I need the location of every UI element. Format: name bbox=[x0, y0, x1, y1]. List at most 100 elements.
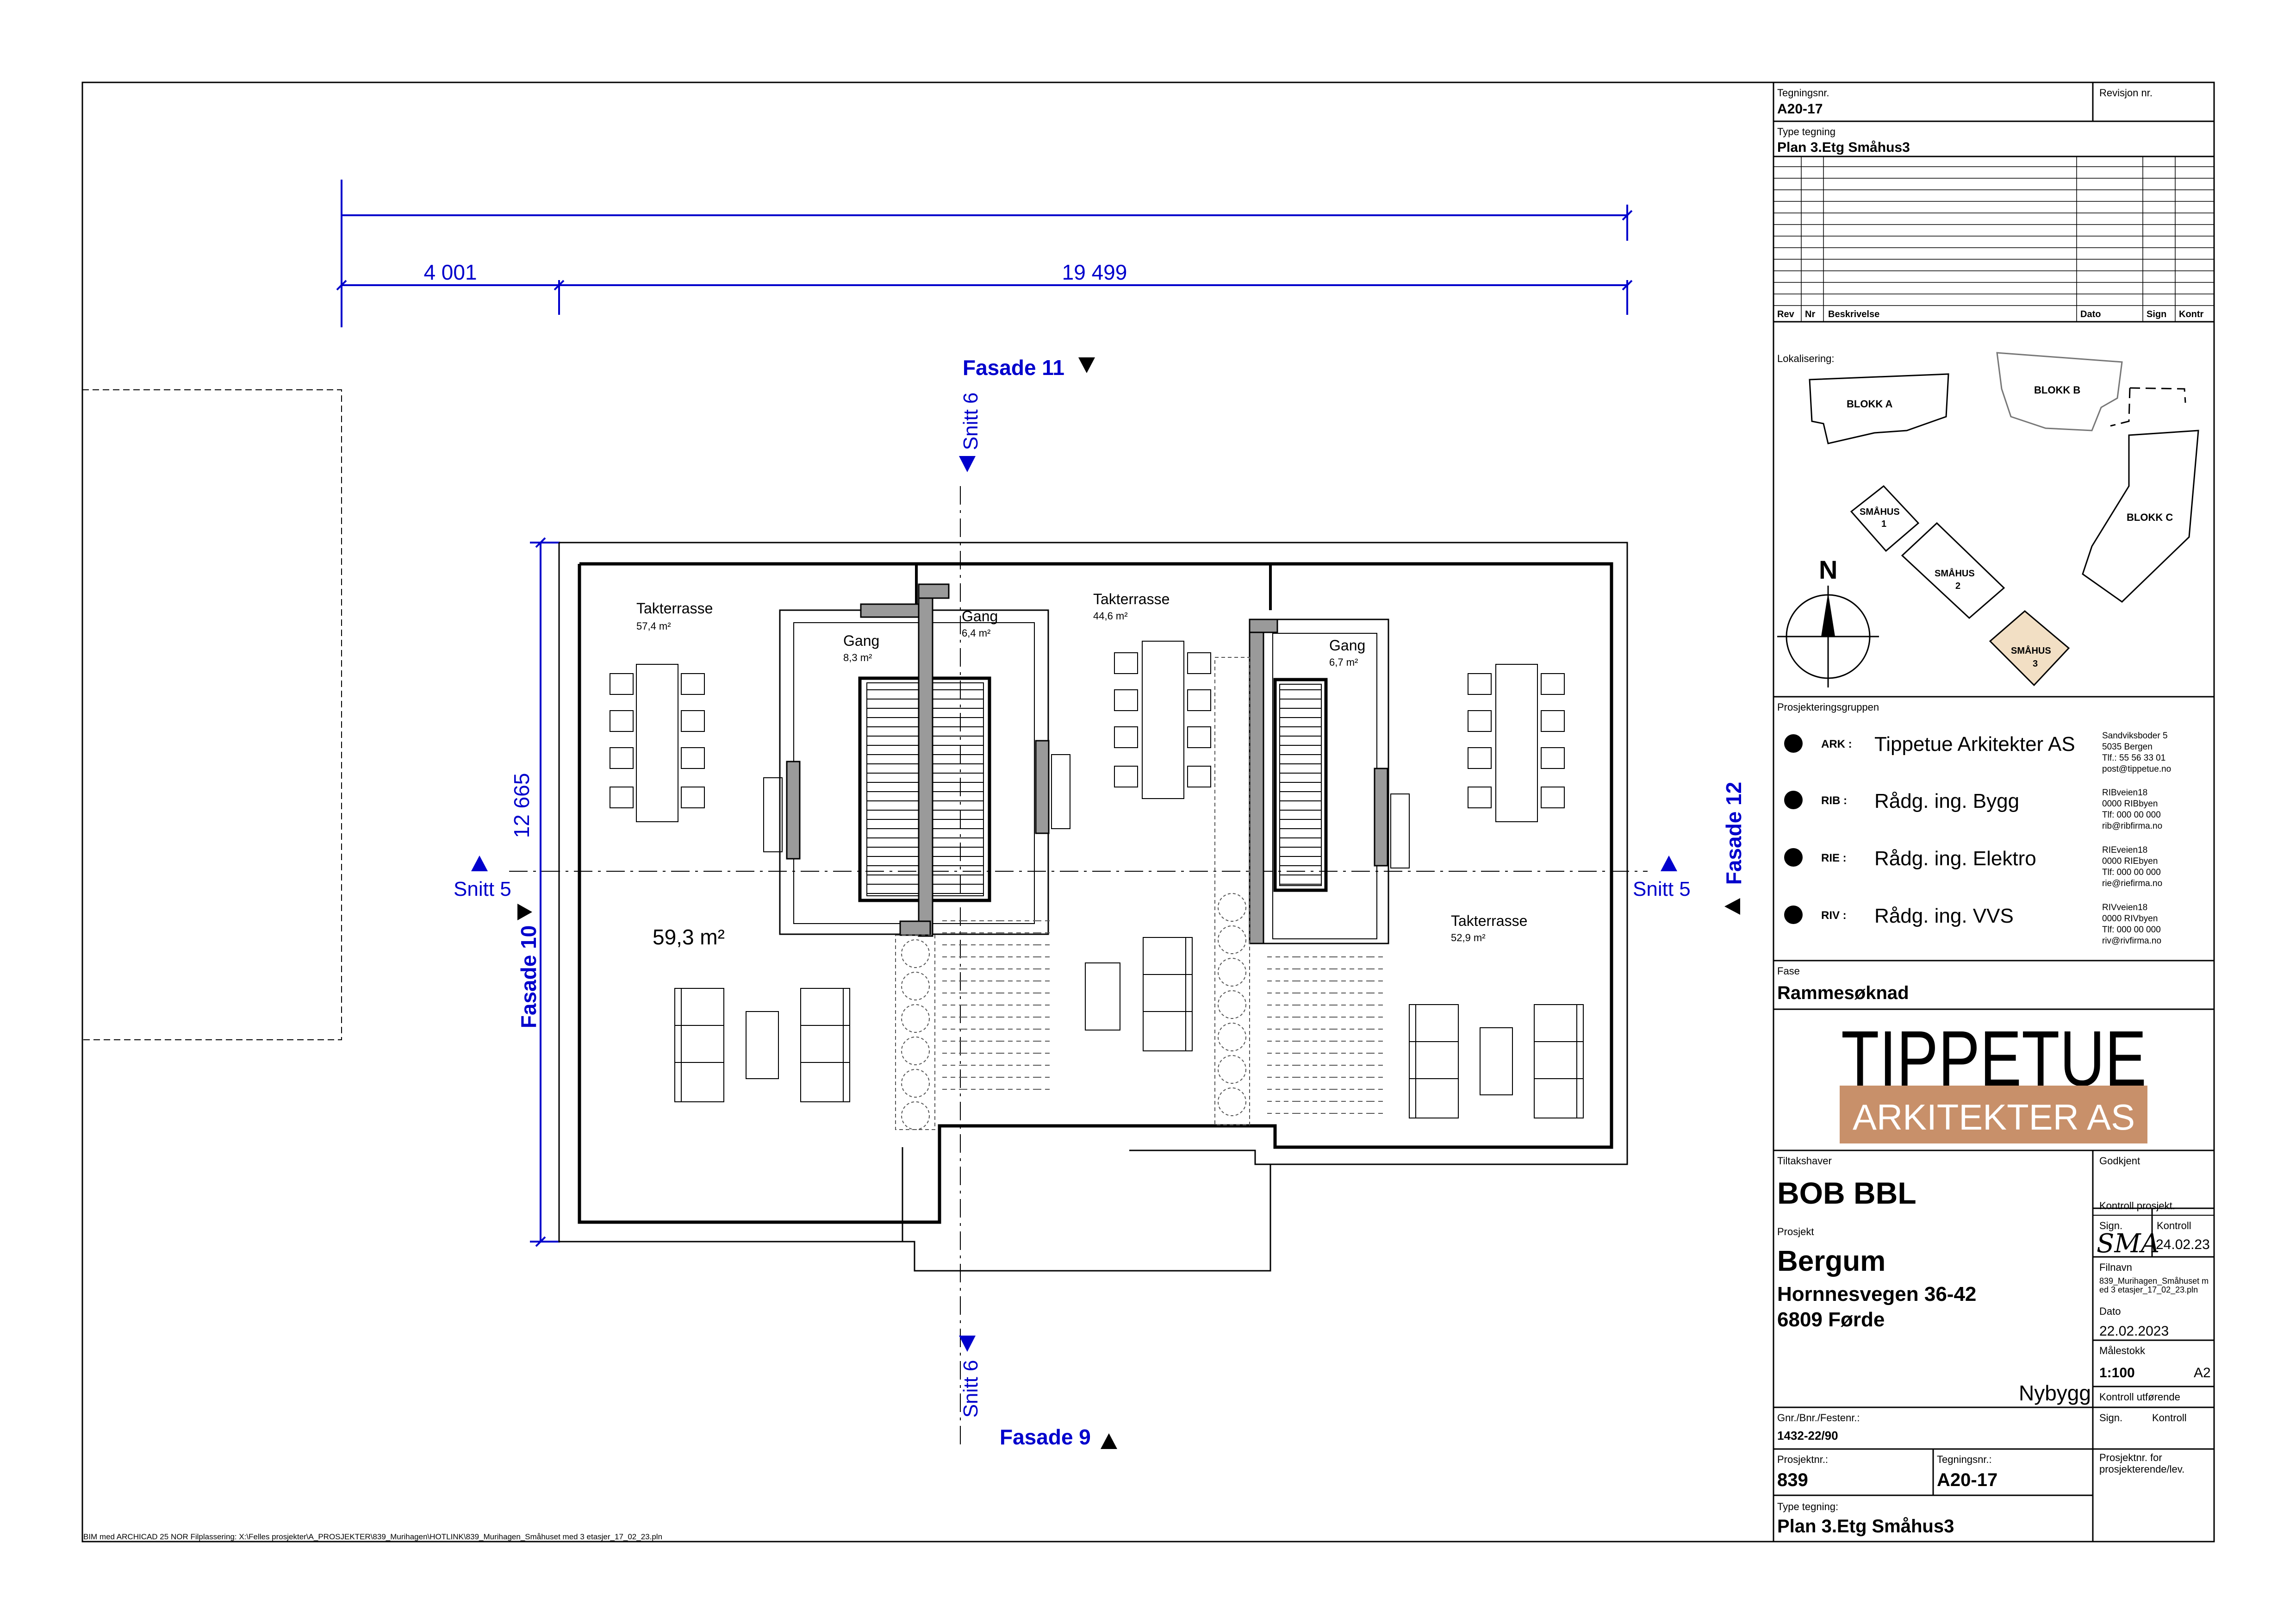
prosjekt-address-1: Hornnesvegen 36-42 bbox=[1777, 1283, 1976, 1305]
logo-band bbox=[1840, 1086, 2147, 1143]
vertical-dimension bbox=[530, 537, 560, 1247]
smahus-1-number: 1 bbox=[1881, 519, 1886, 529]
rev-header: Rev bbox=[1777, 309, 1795, 319]
title-block: Tegningsnr. A20-17 Revisjon nr. Type teg… bbox=[1773, 82, 2214, 1542]
fasade-11-arrow bbox=[1078, 357, 1095, 373]
team-name: Rådg. ing. VVS bbox=[1874, 905, 2014, 927]
team-addr: Sandviksboder 5 bbox=[2102, 731, 2168, 741]
dimension-vertical: 12 665 bbox=[510, 773, 534, 838]
tegningsnr2-label: Tegningsnr.: bbox=[1937, 1454, 1992, 1465]
snitt-6-bottom-arrow bbox=[959, 1336, 976, 1352]
nybygg-label: Nybygg bbox=[2019, 1381, 2091, 1405]
logo-bottom-text: ARKITEKTER AS bbox=[1853, 1097, 2135, 1137]
prosjekt-address-2: 6809 Førde bbox=[1777, 1308, 1885, 1331]
type-tegning2-value: Plan 3.Etg Småhus3 bbox=[1777, 1516, 1954, 1537]
sign2-label: Sign. bbox=[2099, 1412, 2122, 1424]
room-area: 57,4 m² bbox=[636, 620, 671, 632]
team-addr: 0000 RIVbyen bbox=[2102, 914, 2158, 924]
walls bbox=[786, 583, 1388, 944]
team-code: ARK : bbox=[1821, 738, 1852, 750]
team-addr: Tlf: 000 00 000 bbox=[2102, 868, 2161, 877]
bullet-icon bbox=[1784, 906, 1803, 924]
team-addr: RIEveien18 bbox=[2102, 845, 2147, 855]
dato-label: Dato bbox=[2099, 1305, 2121, 1317]
team-addr: RIBveien18 bbox=[2102, 788, 2147, 798]
team-addr: Tlf: 000 00 000 bbox=[2102, 810, 2161, 820]
smahus-3-label: SMÅHUS bbox=[2011, 645, 2051, 656]
team-addr: 0000 RIBbyen bbox=[2102, 799, 2158, 809]
rev-header: Nr bbox=[1805, 309, 1815, 319]
type-tegning2-label: Type tegning: bbox=[1777, 1501, 1838, 1512]
blokk-b-label: BLOKK B bbox=[2034, 384, 2080, 396]
tegningsnr-value: A20-17 bbox=[1777, 101, 1823, 117]
site-map bbox=[1777, 352, 2199, 687]
team-list: ARK : Tippetue Arkitekter AS Sandviksbod… bbox=[1784, 731, 2171, 946]
snitt-6-top-label: Snitt 6 bbox=[959, 393, 982, 450]
gnr-label: Gnr./Bnr./Festenr.: bbox=[1777, 1412, 1860, 1424]
sign-label: Sign. bbox=[2099, 1220, 2122, 1231]
dimension-right: 19 499 bbox=[1062, 260, 1127, 284]
bullet-icon bbox=[1784, 848, 1803, 867]
room-area: 6,4 m² bbox=[962, 627, 990, 639]
file-path-footer: BIM med ARCHICAD 25 NOR Filplassering: X… bbox=[83, 1532, 662, 1541]
fasade-9-arrow bbox=[1101, 1433, 1117, 1449]
rev-header: Dato bbox=[2080, 309, 2101, 319]
team-addr: Tlf: 000 00 000 bbox=[2102, 925, 2161, 935]
smahus-2-label: SMÅHUS bbox=[1935, 568, 1975, 579]
filnavn-value: 839_Murihagen_Småhuset med 3 etasjer_17_… bbox=[2099, 1277, 2209, 1294]
tiltakshaver-label: Tiltakshaver bbox=[1777, 1155, 1832, 1167]
snitt-5-left-arrow bbox=[471, 856, 488, 871]
filnavn-label: Filnavn bbox=[2099, 1262, 2132, 1273]
building-plan bbox=[558, 542, 1628, 1272]
type-tegning-value: Plan 3.Etg Småhus3 bbox=[1777, 140, 1910, 155]
gnr-value: 1432-22/90 bbox=[1777, 1429, 1838, 1443]
kontroll-date: 24.02.23 bbox=[2156, 1237, 2210, 1252]
tegningsnr-label: Tegningsnr. bbox=[1777, 87, 1829, 99]
fasade-11-label: Fasade 11 bbox=[963, 356, 1064, 380]
team-code: RIV : bbox=[1821, 909, 1847, 922]
team-addr: 0000 RIEbyen bbox=[2102, 856, 2158, 866]
room-label: Gang bbox=[843, 632, 879, 649]
fase-label: Fase bbox=[1777, 965, 1800, 977]
team-addr: rie@riefirma.no bbox=[2102, 879, 2162, 888]
north-arrow-icon bbox=[1821, 593, 1835, 637]
dimension-chain bbox=[336, 180, 1633, 327]
lokalisering-label: Lokalisering: bbox=[1777, 353, 1835, 364]
room-label: Gang bbox=[1329, 637, 1365, 654]
fasade-10-arrow bbox=[517, 904, 532, 920]
kontroll-label: Kontroll bbox=[2157, 1220, 2191, 1231]
blokk-a-label: BLOKK A bbox=[1847, 398, 1893, 410]
fasade-12-arrow bbox=[1724, 898, 1740, 915]
godkjent-label: Godkjent bbox=[2099, 1155, 2140, 1167]
snitt-5-right-arrow bbox=[1661, 856, 1677, 871]
revisjon-label: Revisjon nr. bbox=[2099, 87, 2153, 99]
tegningsnr2-value: A20-17 bbox=[1937, 1470, 1997, 1490]
malestokk-label: Målestokk bbox=[2099, 1345, 2146, 1356]
team-name: Tippetue Arkitekter AS bbox=[1874, 733, 2075, 756]
room-labels: Takterrasse 57,4 m² Gang 8,3 m² Gang 6,4… bbox=[636, 591, 1527, 949]
blokk-c-label: BLOKK C bbox=[2127, 512, 2173, 523]
team-name: Rådg. ing. Elektro bbox=[1874, 847, 2036, 870]
neighbour-outline bbox=[82, 389, 342, 1040]
room-area: 52,9 m² bbox=[1451, 932, 1486, 943]
tiltakshaver-value: BOB BBL bbox=[1777, 1176, 1916, 1210]
prosjekt-label: Prosjekt bbox=[1777, 1226, 1814, 1237]
smahus-3-number: 3 bbox=[2033, 659, 2038, 669]
bullet-icon bbox=[1784, 734, 1803, 753]
room-area: 8,3 m² bbox=[843, 652, 872, 663]
total-area: 59,3 m² bbox=[653, 925, 725, 949]
deck bbox=[895, 657, 1386, 1130]
rev-header: Sign bbox=[2147, 309, 2166, 319]
team-name: Rådg. ing. Bygg bbox=[1874, 790, 2019, 812]
kontroll2-label: Kontroll bbox=[2152, 1412, 2187, 1424]
tippetue-logo: TIPPETUE ARKITEKTER AS bbox=[1840, 1015, 2147, 1143]
snitt-6-top-arrow bbox=[959, 456, 976, 472]
snitt-6-bottom-label: Snitt 6 bbox=[959, 1360, 982, 1418]
team-addr: Tlf.: 55 56 33 01 bbox=[2102, 753, 2165, 763]
malestokk-value: 1:100 bbox=[2099, 1365, 2135, 1380]
bullet-icon bbox=[1784, 791, 1803, 809]
snitt-5-right-label: Snitt 5 bbox=[1633, 878, 1691, 900]
room-area: 6,7 m² bbox=[1329, 656, 1358, 668]
drawing-area: 4 001 19 499 12 665 Fasade 11 Snitt 6 Sn… bbox=[82, 180, 1746, 1541]
